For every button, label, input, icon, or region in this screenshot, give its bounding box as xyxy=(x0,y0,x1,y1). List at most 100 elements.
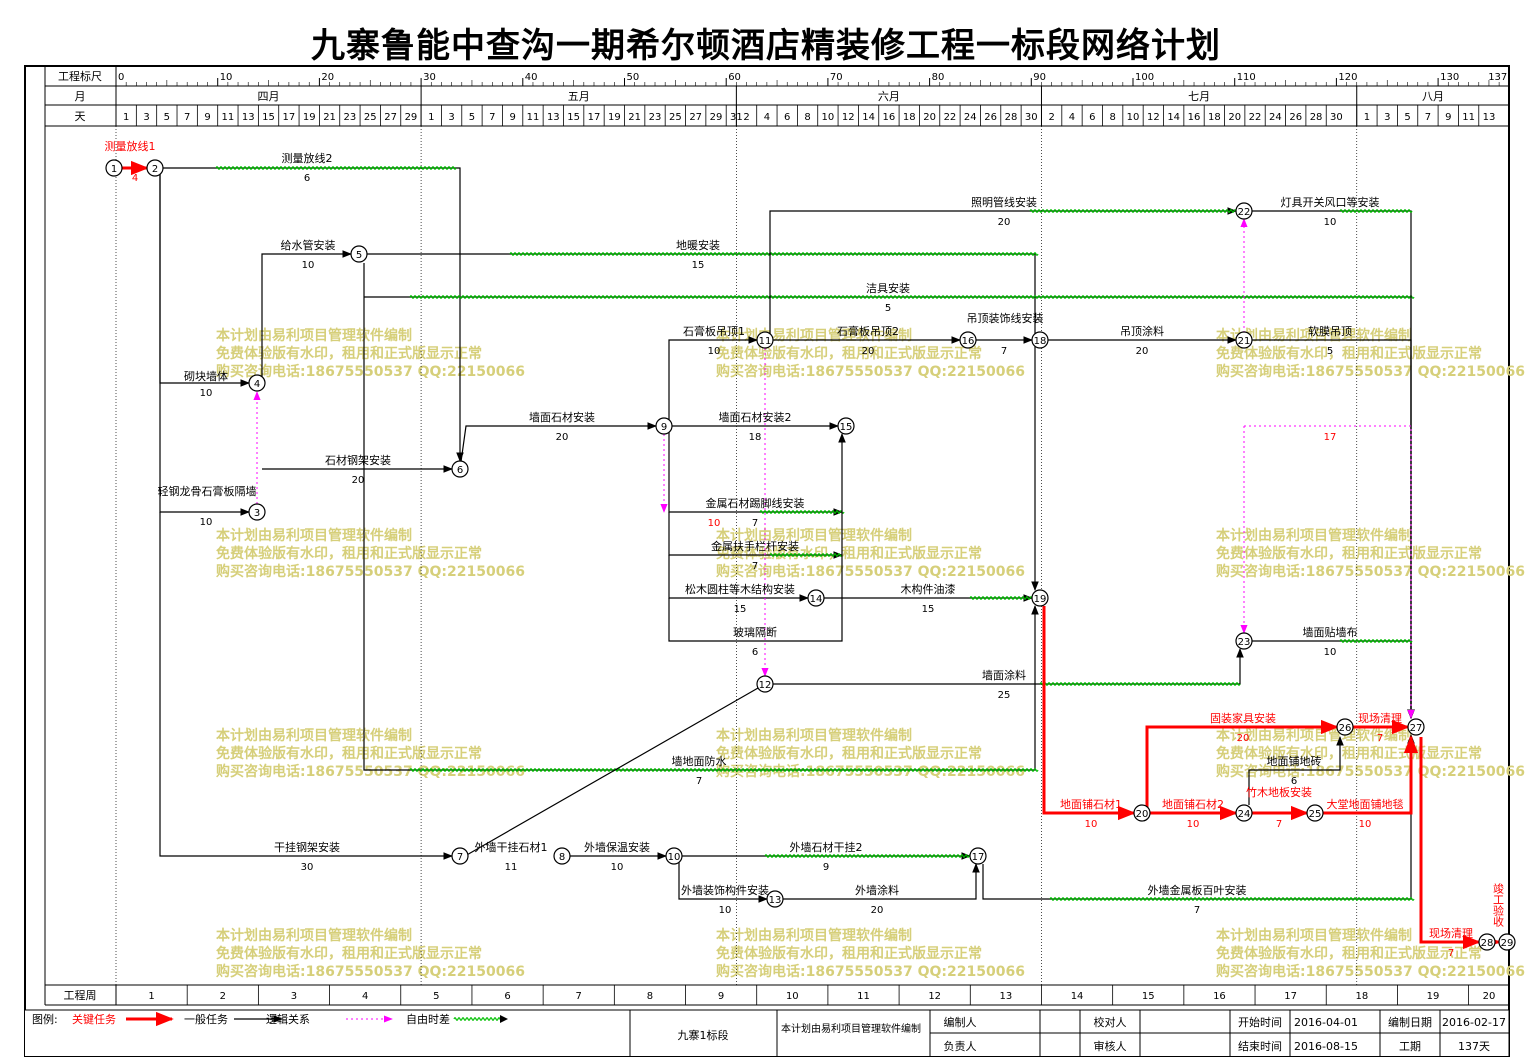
activity-duration: 20 xyxy=(1136,346,1149,357)
watermark-text: 购买咨询电话:18675550537 QQ:22150066 xyxy=(216,363,525,380)
activity-line xyxy=(668,336,758,426)
week-label: 8 xyxy=(647,991,653,1002)
day-label: 21 xyxy=(628,112,641,123)
info-date-label: 编制日期 xyxy=(1388,1015,1432,1029)
free-float-wave xyxy=(509,252,1039,256)
activity-duration: 18 xyxy=(749,432,762,443)
activity-name: 砌块墙体 xyxy=(184,369,228,383)
node-label: 20 xyxy=(1136,809,1149,820)
free-float-wave xyxy=(759,510,845,514)
free-float-wave xyxy=(764,854,974,858)
activity-duration: 7 xyxy=(696,776,702,787)
activity-name: 石材钢架安装 xyxy=(325,453,391,467)
week-label: 19 xyxy=(1427,991,1440,1002)
activity-duration: 11 xyxy=(505,862,518,873)
node-label: 3 xyxy=(254,508,260,519)
day-label: 4 xyxy=(1069,112,1075,123)
node-label: 12 xyxy=(759,680,772,691)
scale-tick-label: 70 xyxy=(830,72,843,83)
activity-name: 外墙涂料 xyxy=(855,883,899,897)
activity-name: 金属石材踢脚线安装 xyxy=(706,496,805,510)
info-checker-label: 校对人 xyxy=(1094,1015,1127,1029)
watermark-text: 购买咨询电话:18675550537 QQ:22150066 xyxy=(216,763,525,780)
node-circle xyxy=(807,589,825,607)
day-label: 16 xyxy=(883,112,896,123)
activity-duration: 7 xyxy=(752,561,758,572)
node-label: 2 xyxy=(152,164,158,175)
watermark-text: 免费体验版有水印，租用和正式版显示正常 xyxy=(216,345,482,362)
watermark-text: 免费体验版有水印，租用和正式版显示正常 xyxy=(1216,745,1482,762)
node-circle xyxy=(837,417,855,435)
day-label: 6 xyxy=(784,112,790,123)
activity-duration: 7 xyxy=(1001,346,1007,357)
node-circle xyxy=(248,374,266,392)
day-label: 24 xyxy=(1269,112,1282,123)
node-circle xyxy=(1478,933,1496,951)
activity-line xyxy=(982,734,1415,900)
free-float-wave xyxy=(769,553,843,557)
watermark-text: 本计划由易利项目管理软件编制 xyxy=(716,927,912,944)
watermark-text: 本计划由易利项目管理软件编制 xyxy=(1216,527,1412,544)
day-label: 3 xyxy=(448,112,454,123)
activity-name: 外墙保温安装 xyxy=(584,840,650,854)
watermark-text: 购买咨询电话:18675550537 QQ:22150066 xyxy=(1216,963,1525,980)
day-label: 15 xyxy=(262,112,275,123)
activity-name: 测量放线1 xyxy=(105,139,156,153)
day-label: 2 xyxy=(1048,112,1054,123)
activity-name: 地面铺石材2 xyxy=(1162,797,1224,811)
day-label: 6 xyxy=(1089,112,1095,123)
activity-duration: 7 xyxy=(752,518,758,529)
scale-tick-label: 110 xyxy=(1237,72,1256,83)
day-label: 1 xyxy=(123,112,129,123)
day-label: 27 xyxy=(384,112,397,123)
activity-line xyxy=(163,167,464,462)
node-label: 26 xyxy=(1339,723,1352,734)
node-circle xyxy=(959,331,977,349)
activity-line xyxy=(783,863,980,900)
node-circle xyxy=(1235,804,1253,822)
node-circle xyxy=(1031,589,1049,607)
info-duration-value: 137天 xyxy=(1458,1040,1490,1053)
node-label: 23 xyxy=(1238,637,1251,648)
watermark-text: 免费体验版有水印，租用和正式版显示正常 xyxy=(716,745,982,762)
week-label: 20 xyxy=(1483,991,1496,1002)
day-label: 14 xyxy=(862,112,875,123)
day-label: 13 xyxy=(547,112,560,123)
activity-name: 墙面涂料 xyxy=(982,668,1026,682)
node-circle xyxy=(1306,804,1324,822)
activity-duration: 25 xyxy=(998,690,1011,701)
activity-name: 轻钢龙骨石膏板隔墙 xyxy=(158,484,257,498)
node-circle xyxy=(969,847,987,865)
week-label: 4 xyxy=(362,991,368,1002)
activity-duration: 10 xyxy=(200,517,213,528)
activity-duration: 9 xyxy=(823,862,829,873)
day-label: 25 xyxy=(669,112,682,123)
day-label: 8 xyxy=(804,112,810,123)
day-label: 5 xyxy=(164,112,170,123)
watermark-text: 免费体验版有水印，租用和正式版显示正常 xyxy=(1216,545,1482,562)
day-label: 11 xyxy=(1462,112,1475,123)
day-label: 4 xyxy=(764,112,770,123)
day-label: 18 xyxy=(1208,112,1221,123)
activity-name: 墙地面防水 xyxy=(672,754,727,768)
activity-duration: 15 xyxy=(734,604,747,615)
week-label: 1 xyxy=(148,991,154,1002)
activity-duration: 20 xyxy=(352,475,365,486)
day-label: 17 xyxy=(283,112,296,123)
scale-tick-label: 40 xyxy=(525,72,538,83)
node-circle xyxy=(146,159,164,177)
watermark-text: 本计划由易利项目管理软件编制 xyxy=(216,927,412,944)
day-label: 19 xyxy=(608,112,621,123)
activity-duration: 20 xyxy=(871,905,884,916)
activity-name: 竣工验收 xyxy=(1492,882,1505,928)
activity-name: 大堂地面铺地毯 xyxy=(1327,797,1404,811)
week-label: 9 xyxy=(718,991,724,1002)
node-circle xyxy=(1031,331,1049,349)
week-row-label: 工程周 xyxy=(64,989,97,1002)
scale-tick-label: 120 xyxy=(1338,72,1357,83)
node-label: 11 xyxy=(759,336,772,347)
activity-name: 外墙金属板百叶安装 xyxy=(1148,883,1247,897)
node-label: 19 xyxy=(1034,594,1047,605)
activity-name: 木构件油漆 xyxy=(901,582,956,596)
node-label: 13 xyxy=(769,895,782,906)
